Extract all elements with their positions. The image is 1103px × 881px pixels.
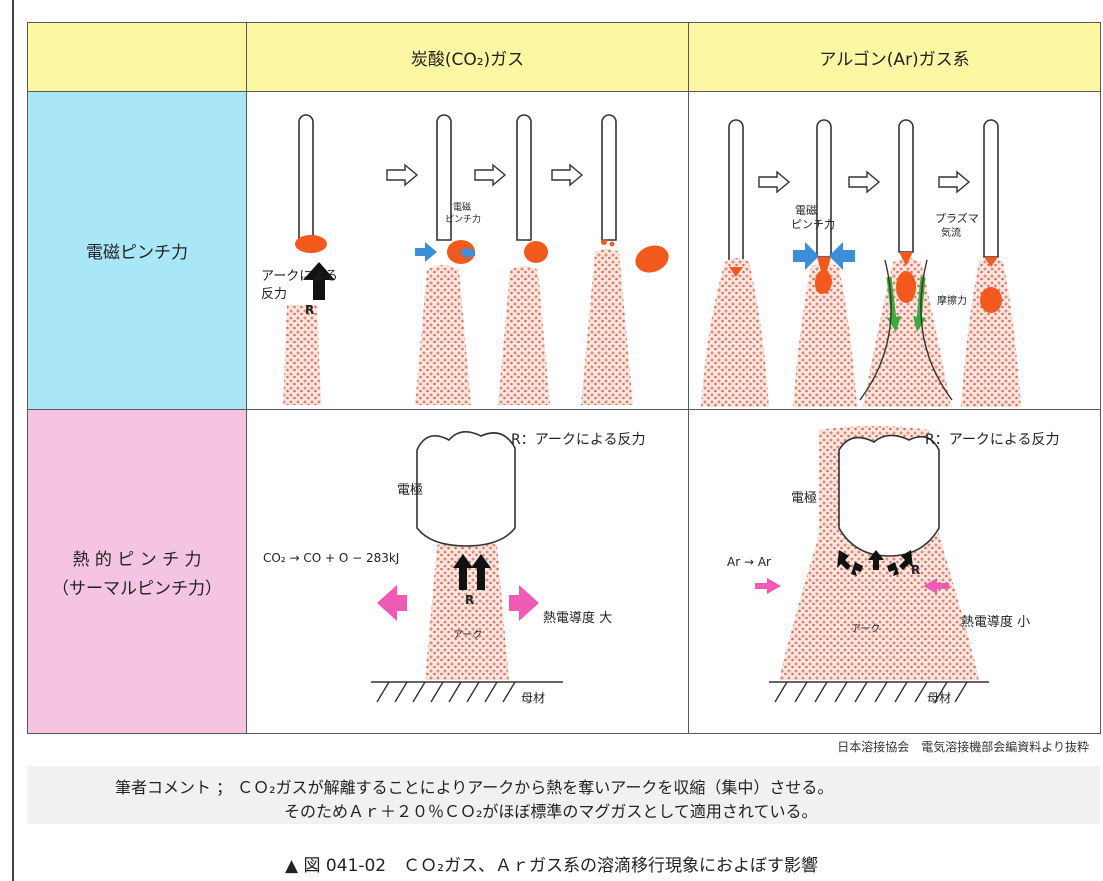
author-comment-box: 筆者コメント ； ＣＯ₂ガスが解離することによりアークから熱を奪いアークを収縮（…: [27, 766, 1100, 824]
argon-thermal-pinch-diagram: R：アークによる反力 電極 Ar → Ar R 熱電導度 小 アーク 母材: [727, 426, 1059, 705]
svg-text:R：アークによる反力: R：アークによる反力: [925, 432, 1059, 448]
svg-text:ピンチ力: ピンチ力: [445, 213, 481, 225]
svg-text:電磁: 電磁: [453, 201, 471, 213]
sequence-arrows: [758, 170, 971, 194]
figure-caption: ▲ 図 041-02 ＣＯ₂ガス、Ａｒガス系の溶滴移行現象におよぼす影響: [285, 856, 818, 876]
svg-text:熱電導度 小: 熱電導度 小: [961, 614, 1030, 630]
heat-loss-right-icon: [509, 585, 539, 621]
heat-loss-left-icon: [377, 585, 407, 621]
cell-co2-electromagnetic: アークによる 反力 R 電磁 ピンチ力: [246, 91, 689, 410]
electrode-icon: [416, 431, 516, 547]
heat-loss-right-icon: [923, 578, 949, 594]
svg-text:Ar → Ar: Ar → Ar: [727, 555, 771, 569]
comment-line-2: そのためＡｒ＋２０％ＣＯ₂がほぼ標準のマグガスとして適用されている。: [284, 802, 818, 821]
arc-plume-group: [283, 249, 633, 405]
svg-text:R: R: [911, 563, 920, 577]
cell-argon-electromagnetic: 電磁 ピンチ力 プラズマ 気流 摩擦力: [688, 91, 1101, 410]
gas-flow-curves: [859, 259, 953, 401]
arc-column: [425, 539, 509, 680]
svg-text:電極: 電極: [791, 490, 817, 506]
pinch-arrow-left-icon: [793, 242, 819, 270]
header-co2: 炭酸(CO₂)ガス: [246, 22, 689, 92]
svg-text:摩擦力: 摩擦力: [937, 294, 967, 307]
svg-text:R：アークによる反力: R：アークによる反力: [511, 432, 645, 448]
svg-text:ピンチ力: ピンチ力: [791, 218, 835, 231]
reaction-force-arrow-icon: [303, 262, 335, 300]
electrode-icon: [838, 434, 940, 557]
svg-text:アーク: アーク: [851, 623, 880, 635]
row2-line2: （サーマルピンチ力）: [52, 578, 222, 599]
svg-text:R: R: [465, 593, 474, 607]
electrode-group: [298, 114, 617, 241]
co2-droplet-transfer-diagram: アークによる 反力 R 電磁 ピンチ力: [261, 114, 669, 405]
sequence-arrows: [386, 163, 584, 187]
svg-text:気流: 気流: [941, 226, 961, 239]
arc-plume-group: [701, 258, 1021, 407]
base-metal-hatch: [769, 681, 989, 703]
cell-co2-thermal: R：アークによる反力 電極 CO₂ → CO + O − 283kJ R 熱電導…: [246, 409, 689, 734]
co2-thermal-pinch-diagram: R：アークによる反力 電極 CO₂ → CO + O − 283kJ R 熱電導…: [263, 431, 645, 705]
electrode-group: [728, 119, 999, 268]
svg-text:プラズマ: プラズマ: [935, 211, 979, 225]
corner-cell: [27, 22, 247, 92]
figure-frame: [12, 0, 1103, 881]
base-metal-hatch: [371, 681, 563, 703]
svg-text:CO₂ → CO + O − 283kJ: CO₂ → CO + O − 283kJ: [263, 551, 399, 565]
svg-text:電磁: 電磁: [795, 204, 817, 217]
heat-loss-left-icon: [755, 578, 781, 594]
row-head-electromagnetic-pinch: 電磁ピンチ力: [27, 91, 247, 410]
pinch-arrow-icon: [415, 242, 437, 262]
svg-text:アークによる: アークによる: [261, 269, 338, 284]
row2-line1: 熱 的 ピ ン チ 力: [72, 549, 202, 570]
svg-text:母材: 母材: [927, 691, 951, 705]
svg-text:反力: 反力: [261, 287, 287, 302]
comparison-table: 炭酸(CO₂)ガス アルゴン(Ar)ガス系 電磁ピンチ力: [27, 22, 1101, 734]
argon-droplet-transfer-diagram: 電磁 ピンチ力 プラズマ 気流 摩擦力: [701, 119, 1021, 407]
reaction-arrow-icon: [453, 554, 473, 590]
row-head-thermal-pinch: 熱 的 ピ ン チ 力 （サーマルピンチ力）: [27, 409, 247, 734]
source-note: 日本溶接協会 電気溶接機部会編資料より抜粋: [837, 740, 1089, 754]
header-argon: アルゴン(Ar)ガス系: [688, 22, 1101, 92]
svg-text:母材: 母材: [521, 691, 545, 705]
svg-text:R: R: [305, 303, 314, 317]
reaction-arrows-icon: [837, 550, 913, 576]
droplet-group: [729, 252, 1002, 313]
cell-argon-thermal: R：アークによる反力 電極 Ar → Ar R 熱電導度 小 アーク 母材: [688, 409, 1101, 734]
comment-line-1: 筆者コメント ； ＣＯ₂ガスが解離することによりアークから熱を奪いアークを収縮（…: [115, 778, 834, 797]
svg-text:電極: 電極: [397, 482, 423, 498]
svg-text:アーク: アーク: [453, 629, 482, 641]
svg-text:熱電導度 大: 熱電導度 大: [543, 610, 612, 626]
pinch-arrow-right-icon: [829, 242, 855, 270]
